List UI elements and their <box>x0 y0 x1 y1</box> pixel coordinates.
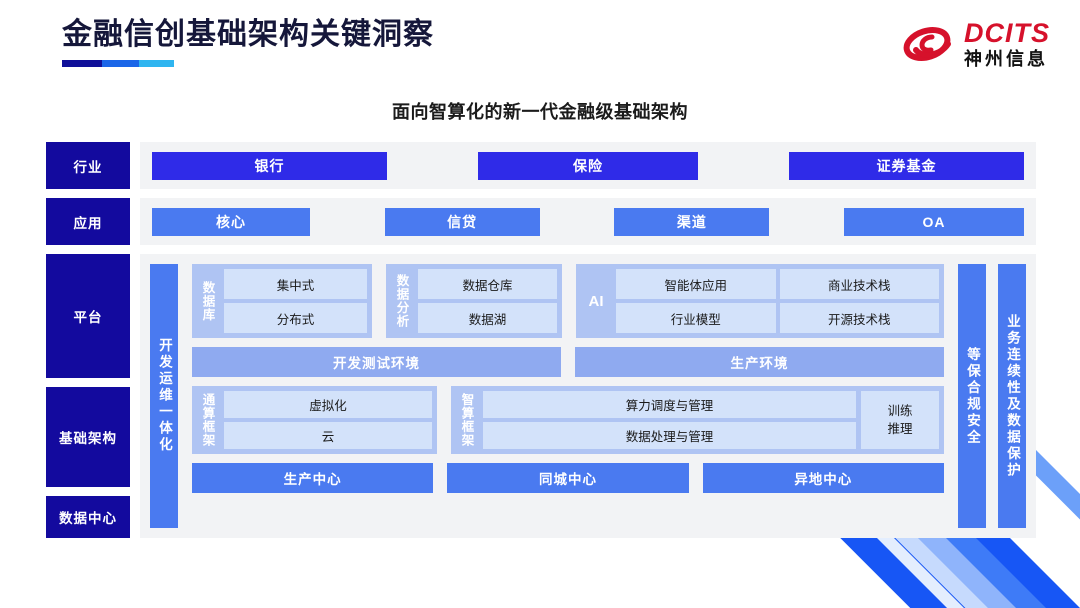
env-production[interactable]: 生产环境 <box>575 347 944 377</box>
datacenter-row: 生产中心 同城中心 异地中心 <box>192 463 944 493</box>
app-item-core[interactable]: 核心 <box>152 207 310 236</box>
environment-row: 开发测试环境 生产环境 <box>192 347 944 377</box>
group-label-ai: AI <box>588 292 604 310</box>
business-continuity-bar[interactable]: 业务连续性及数据保护 <box>998 264 1026 528</box>
brand-logo: DCITS 神州信息 <box>902 20 1050 68</box>
cell-data-lake[interactable]: 数据湖 <box>418 303 557 333</box>
inference-label: 推理 <box>887 422 913 436</box>
platform-groups-row: 数据库 集中式 分布式 数据分析 数据仓库 数据湖 <box>192 264 944 338</box>
group-label-general-compute: 通算框架 <box>200 393 215 447</box>
group-label-intelligent-compute: 智算框架 <box>459 393 474 447</box>
architecture-diagram: 行业 银行 保险 证券基金 应用 核心 信贷 渠道 OA <box>46 142 1036 538</box>
layer-tag-application: 应用 <box>46 198 130 245</box>
industry-panel: 银行 保险 证券基金 <box>140 142 1036 189</box>
layer-row-application: 应用 核心 信贷 渠道 OA <box>46 198 1036 245</box>
group-label-data-analytics: 数据分析 <box>394 274 409 328</box>
industry-item-securities[interactable]: 证券基金 <box>789 151 1024 180</box>
group-general-compute-framework: 通算框架 虚拟化 云 <box>192 386 437 454</box>
cell-commercial-stack[interactable]: 商业技术栈 <box>779 269 939 299</box>
rule-segment-3 <box>139 60 174 67</box>
cell-cloud[interactable]: 云 <box>224 422 432 449</box>
layer-row-industry: 行业 银行 保险 证券基金 <box>46 142 1036 189</box>
cell-centralized[interactable]: 集中式 <box>224 269 367 299</box>
app-item-credit[interactable]: 信贷 <box>384 207 540 236</box>
rule-segment-1 <box>62 60 103 67</box>
training-label: 训练 <box>887 403 913 418</box>
group-ai: AI 智能体应用 商业技术栈 行业模型 开源技术栈 <box>576 264 944 338</box>
dc-metro-center[interactable]: 同城中心 <box>447 463 689 493</box>
dc-remote-center[interactable]: 异地中心 <box>702 463 944 493</box>
rule-segment-2 <box>102 60 140 67</box>
cell-virtualization[interactable]: 虚拟化 <box>224 391 432 418</box>
layer-tag-infrastructure: 基础架构 <box>46 387 130 487</box>
page-header: 金融信创基础架构关键洞察 <box>62 18 434 67</box>
application-panel: 核心 信贷 渠道 OA <box>140 198 1036 245</box>
cell-agent-app[interactable]: 智能体应用 <box>616 269 776 299</box>
middle-tag-column: 平台 基础架构 数据中心 <box>46 254 130 538</box>
group-label-database: 数据库 <box>200 280 215 322</box>
middle-core-column: 数据库 集中式 分布式 数据分析 数据仓库 数据湖 <box>178 264 958 528</box>
middle-panel: 开发运维一体化 数据库 集中式 分布式 数据分析 <box>140 254 1036 538</box>
industry-item-bank[interactable]: 银行 <box>152 151 387 180</box>
logo-en-text: DCITS <box>964 18 1050 48</box>
env-dev-test[interactable]: 开发测试环境 <box>192 347 561 377</box>
cell-data-processing[interactable]: 数据处理与管理 <box>483 422 856 449</box>
compliance-security-bar[interactable]: 等保合规安全 <box>958 264 986 528</box>
cell-compute-scheduling[interactable]: 算力调度与管理 <box>483 391 856 418</box>
infra-groups-row: 通算框架 虚拟化 云 智算框架 算力调度与管理 数据处理与 <box>192 386 944 454</box>
title-underline <box>62 60 174 67</box>
layer-tag-industry: 行业 <box>46 142 130 189</box>
right-vertical-bars: 等保合规安全 业务连续性及数据保护 <box>958 264 1026 528</box>
cell-training-inference[interactable]: 训练 推理 <box>861 391 939 449</box>
layer-block-middle: 平台 基础架构 数据中心 开发运维一体化 数据库 集中式 分布式 <box>46 254 1036 538</box>
group-data-analytics: 数据分析 数据仓库 数据湖 <box>386 264 562 338</box>
page-title: 金融信创基础架构关键洞察 <box>62 18 434 51</box>
cell-opensource-stack[interactable]: 开源技术栈 <box>779 303 939 333</box>
industry-item-insurance[interactable]: 保险 <box>478 151 698 180</box>
group-database: 数据库 集中式 分布式 <box>192 264 372 338</box>
app-item-oa[interactable]: OA <box>844 207 1025 236</box>
app-item-channel[interactable]: 渠道 <box>614 207 770 236</box>
layer-tag-platform: 平台 <box>46 254 130 378</box>
devops-vertical-bar[interactable]: 开发运维一体化 <box>150 264 178 528</box>
dcits-swirl-icon <box>902 20 956 68</box>
logo-cn-text: 神州信息 <box>964 49 1048 69</box>
dc-production-center[interactable]: 生产中心 <box>192 463 434 493</box>
cell-distributed[interactable]: 分布式 <box>224 303 367 333</box>
cell-industry-model[interactable]: 行业模型 <box>616 303 776 333</box>
cell-data-warehouse[interactable]: 数据仓库 <box>418 269 557 299</box>
group-intelligent-compute-framework: 智算框架 算力调度与管理 数据处理与管理 训练 推理 <box>451 386 944 454</box>
layer-tag-datacenter: 数据中心 <box>46 496 130 538</box>
diagram-subtitle: 面向智算化的新一代金融级基础架构 <box>392 102 688 122</box>
